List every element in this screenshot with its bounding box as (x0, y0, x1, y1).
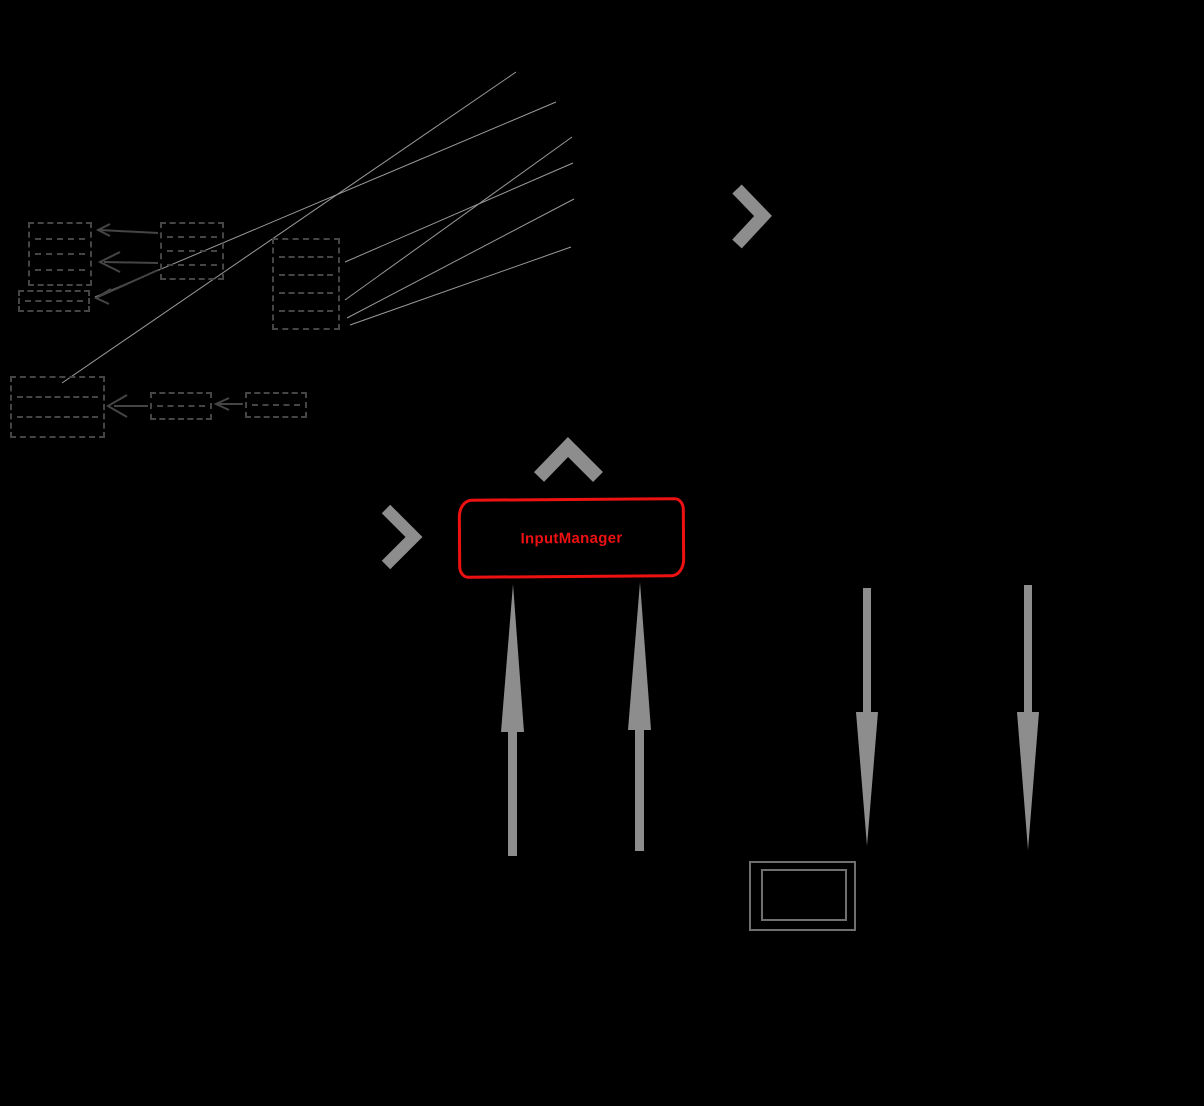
dashed-box-1 (28, 222, 92, 286)
cluster1-arrows (93, 223, 159, 305)
redacted-line (35, 237, 85, 240)
monitor-outer-frame (749, 861, 856, 931)
redacted-line (252, 404, 300, 406)
chevron-up-icon (533, 437, 603, 482)
redacted-line (279, 310, 333, 312)
redacted-line (25, 300, 83, 302)
arrowhead-icon (95, 223, 111, 237)
dashed-box-3 (272, 238, 340, 330)
leader-line (344, 136, 573, 301)
up-arrow-icon (628, 582, 651, 851)
dashed-box-7 (245, 392, 307, 418)
cluster2-arrows (106, 394, 243, 418)
leader-lines (61, 71, 575, 384)
input-manager-node: InputManager (457, 497, 686, 579)
leader-line (344, 162, 574, 263)
dashed-box-4 (18, 290, 90, 312)
redacted-line (167, 236, 217, 238)
redacted-line (167, 264, 217, 266)
redacted-line (35, 268, 85, 271)
arrowhead-icon (93, 288, 112, 305)
monitor-screen (761, 869, 847, 921)
leader-line (346, 198, 575, 319)
redacted-line (279, 292, 333, 294)
open-arrowhead-icon (97, 251, 121, 273)
dashed-box-2 (160, 222, 224, 280)
connector-line (103, 261, 159, 264)
connector-line (97, 269, 159, 298)
open-arrowhead-icon (106, 394, 128, 418)
monitor-icon (749, 861, 856, 931)
leader-line (61, 71, 517, 384)
redacted-line (279, 256, 333, 258)
redacted-line (279, 274, 333, 276)
dashed-box-5 (10, 376, 105, 438)
arrowhead-icon (213, 397, 230, 411)
redacted-line (35, 253, 85, 255)
down-arrow-icon (1017, 585, 1039, 850)
dashed-box-6 (150, 392, 212, 420)
input-manager-label: InputManager (520, 529, 623, 547)
redacted-line (17, 396, 98, 398)
connector-line (99, 229, 159, 234)
redacted-line (17, 416, 98, 418)
redacted-line (167, 250, 217, 252)
chevron-right-top-icon (732, 184, 772, 249)
up-arrow-icon (501, 584, 524, 856)
down-arrow-icon (856, 588, 878, 846)
leader-line (349, 246, 572, 326)
chevron-right-mid-icon (381, 504, 423, 570)
redacted-line (157, 405, 205, 407)
